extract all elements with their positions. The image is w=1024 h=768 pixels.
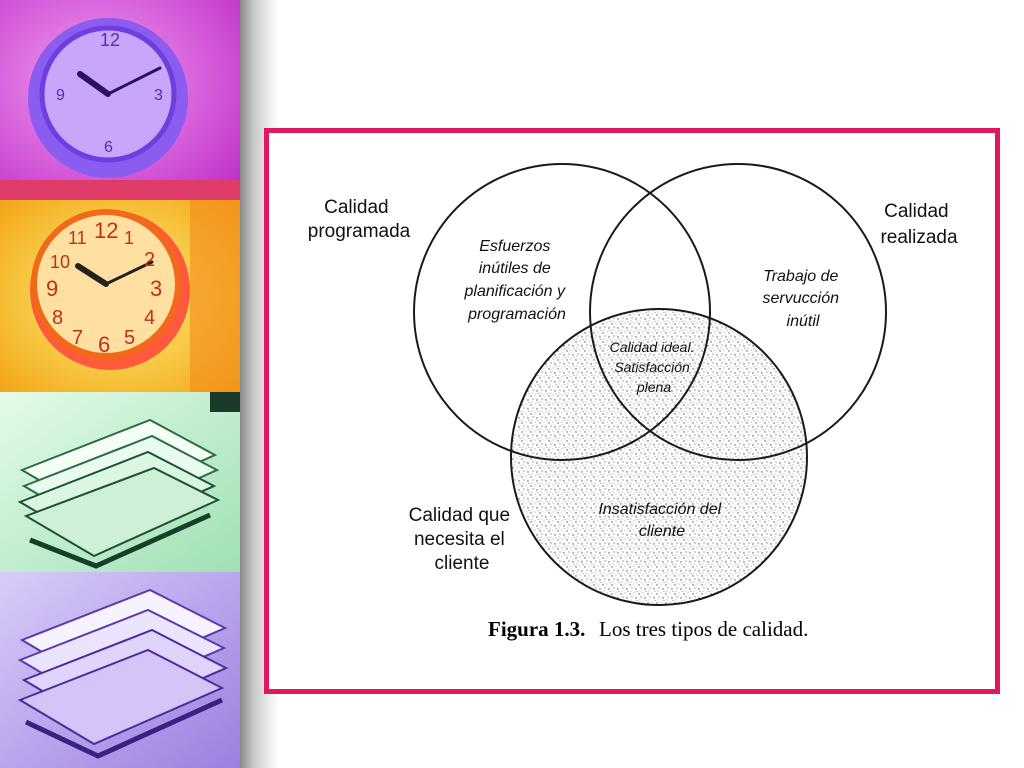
svg-text:7: 7 (72, 327, 83, 349)
svg-text:12: 12 (94, 218, 118, 243)
violet-paper-panel (0, 572, 240, 768)
svg-text:3: 3 (150, 276, 162, 301)
label-calidad-realizada: Calidad realizada (880, 201, 958, 248)
label-esfuerzos-inutiles: Esfuerzos inútiles de planificación y pr… (464, 238, 570, 323)
svg-text:11: 11 (68, 228, 87, 248)
figure-frame: Calidad programada Calidad realizada Cal… (264, 128, 1000, 694)
clock-icon: 12 9 3 6 (28, 18, 188, 178)
magenta-clock-panel: 12 9 3 6 (0, 0, 240, 200)
label-trabajo-servuccion: Trabajo de servucción inútil (763, 268, 844, 330)
svg-text:3: 3 (154, 87, 163, 104)
label-calidad-necesitada: Calidad que necesita el cliente (409, 505, 516, 574)
clock-icon: 12 11 10 9 8 7 6 5 4 3 2 1 (30, 209, 190, 370)
label-calidad-programada: Calidad programada (308, 197, 411, 242)
venn-diagram: Calidad programada Calidad realizada Cal… (308, 163, 958, 641)
yellow-clock-panel: 12 11 10 9 8 7 6 5 4 3 2 1 (0, 200, 240, 392)
circle-calidad-realizada (589, 163, 887, 461)
decorative-image-strip: 12 9 3 6 12 11 10 9 8 7 6 5 (0, 0, 240, 768)
green-paper-panel (0, 392, 240, 572)
svg-text:12: 12 (100, 30, 120, 50)
paper-stack-icon (17, 392, 240, 569)
svg-text:6: 6 (98, 332, 110, 357)
circle-calidad-necesitada (510, 308, 808, 606)
svg-text:4: 4 (144, 307, 155, 329)
svg-text:1: 1 (124, 228, 134, 248)
figure-caption: Figura 1.3. Los tres tipos de calidad. (488, 617, 808, 641)
svg-text:8: 8 (52, 307, 63, 329)
label-insatisfaccion: Insatisfacción del cliente (598, 501, 725, 540)
paper-stack-icon (17, 588, 229, 759)
svg-text:2: 2 (144, 249, 155, 271)
label-calidad-ideal: Calidad ideal. Satisfacción plena (610, 339, 699, 395)
svg-text:9: 9 (56, 87, 65, 104)
svg-text:9: 9 (46, 276, 58, 301)
svg-text:6: 6 (104, 139, 113, 156)
svg-text:10: 10 (50, 252, 70, 272)
circle-calidad-programada (413, 163, 711, 461)
svg-text:5: 5 (124, 327, 135, 349)
